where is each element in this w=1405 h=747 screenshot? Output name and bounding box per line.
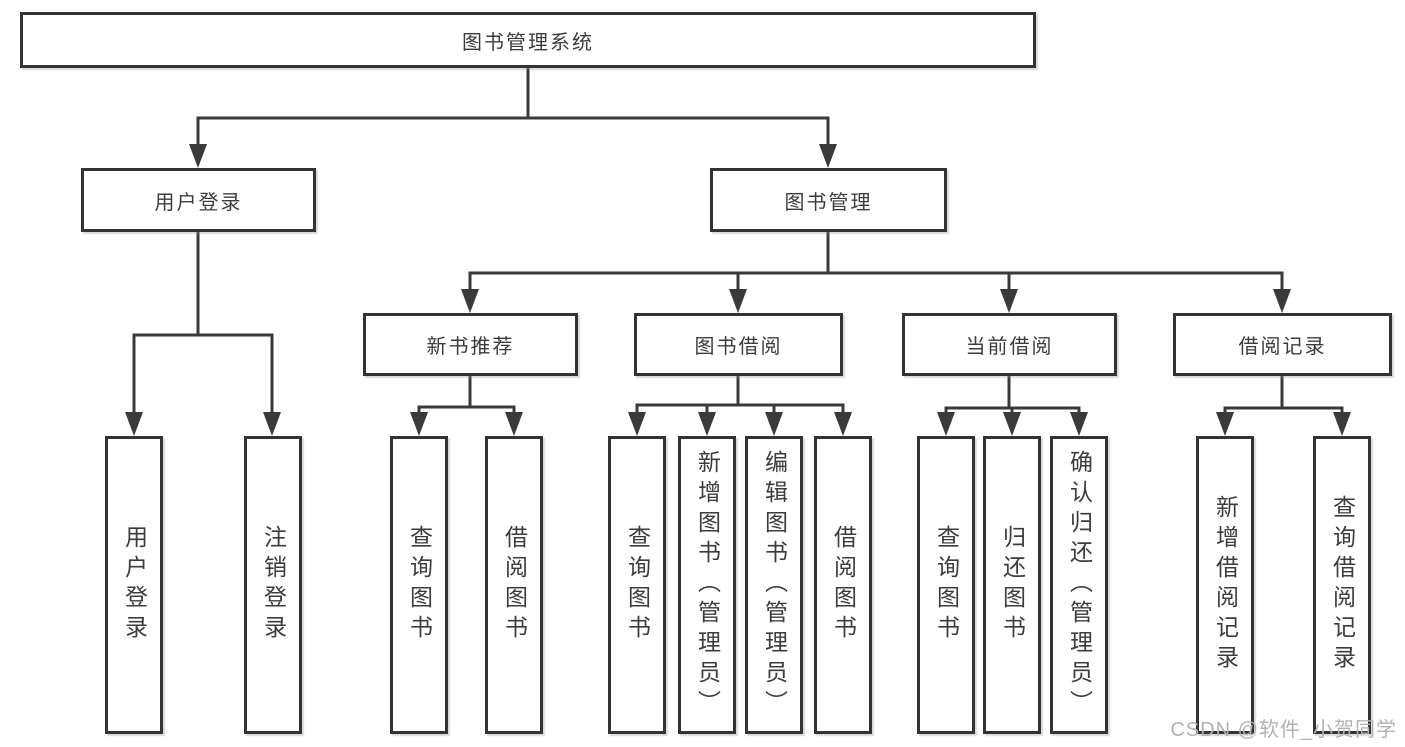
arrowhead-icon [834, 412, 852, 436]
node-leaf-recommend-query-book: 查询图书 [390, 436, 448, 734]
watermark: CSDN @软件_小贺同学 [1170, 719, 1397, 741]
node-label-leaf-borrow-query-book: 查询图书 [624, 525, 651, 645]
node-label-leaf-logout: 注销登录 [260, 525, 287, 645]
node-leaf-current-return-book: 归还图书 [983, 436, 1041, 734]
arrowhead-icon [1000, 289, 1018, 313]
node-leaf-records-add-record: 新增借阅记录 [1196, 436, 1254, 734]
node-book-management: 图书管理 [710, 168, 947, 232]
node-root: 图书管理系统 [20, 12, 1036, 68]
arrowhead-icon [729, 289, 747, 313]
node-label-leaf-borrow-add-book: 新增图书（管理员） [694, 450, 721, 720]
node-label-leaf-current-query-book: 查询图书 [933, 525, 960, 645]
arrowhead-icon [1003, 412, 1021, 436]
arrowhead-icon [937, 412, 955, 436]
arrowhead-icon [765, 412, 783, 436]
arrowhead-icon [461, 289, 479, 313]
arrowhead-icon [189, 144, 207, 168]
node-label-leaf-records-add-record: 新增借阅记录 [1212, 495, 1239, 675]
node-user-login: 用户登录 [81, 168, 316, 232]
node-leaf-logout: 注销登录 [244, 436, 302, 734]
node-leaf-borrow-edit-book: 编辑图书（管理员） [745, 436, 803, 734]
node-leaf-borrow-borrow-book: 借阅图书 [814, 436, 872, 734]
connector-path [132, 66, 1344, 418]
arrowhead-icon [819, 144, 837, 168]
node-leaf-borrow-query-book: 查询图书 [608, 436, 666, 734]
node-label-book-borrowing: 图书借阅 [694, 336, 783, 358]
node-label-current-borrowing: 当前借阅 [965, 336, 1054, 358]
node-label-leaf-borrow-edit-book: 编辑图书（管理员） [761, 450, 788, 720]
node-borrowing-records: 借阅记录 [1173, 313, 1392, 376]
arrowhead-icon [125, 412, 143, 436]
node-label-new-book-recommend: 新书推荐 [426, 336, 515, 358]
node-leaf-records-query-record: 查询借阅记录 [1313, 436, 1371, 734]
node-label-leaf-records-query-record: 查询借阅记录 [1329, 495, 1356, 675]
node-label-leaf-current-confirm-return: 确认归还（管理员） [1066, 450, 1093, 720]
node-leaf-user-login: 用户登录 [105, 436, 163, 734]
node-label-book-management: 图书管理 [784, 191, 873, 214]
node-label-borrowing-records: 借阅记录 [1238, 336, 1327, 358]
node-label-leaf-recommend-borrow-book: 借阅图书 [501, 525, 528, 645]
node-new-book-recommend: 新书推荐 [363, 313, 578, 376]
arrowhead-icon [1216, 412, 1234, 436]
node-label-leaf-borrow-borrow-book: 借阅图书 [830, 525, 857, 645]
arrowhead-icon [263, 412, 281, 436]
arrowhead-icon [698, 412, 716, 436]
node-label-root: 图书管理系统 [462, 31, 594, 54]
node-current-borrowing: 当前借阅 [902, 313, 1117, 376]
arrowhead-icon [1273, 289, 1291, 313]
node-book-borrowing: 图书借阅 [634, 313, 843, 376]
arrowhead-icon [1333, 412, 1351, 436]
node-label-user-login: 用户登录 [154, 191, 243, 214]
node-label-leaf-recommend-query-book: 查询图书 [406, 525, 433, 645]
node-label-leaf-current-return-book: 归还图书 [999, 525, 1026, 645]
node-leaf-recommend-borrow-book: 借阅图书 [485, 436, 543, 734]
node-leaf-current-query-book: 查询图书 [917, 436, 975, 734]
node-leaf-current-confirm-return: 确认归还（管理员） [1050, 436, 1108, 734]
arrowhead-icon [1070, 412, 1088, 436]
node-leaf-borrow-add-book: 新增图书（管理员） [678, 436, 736, 734]
node-label-leaf-user-login: 用户登录 [121, 525, 148, 645]
arrowhead-icon [505, 412, 523, 436]
arrowhead-icon [628, 412, 646, 436]
arrowhead-icon [410, 412, 428, 436]
